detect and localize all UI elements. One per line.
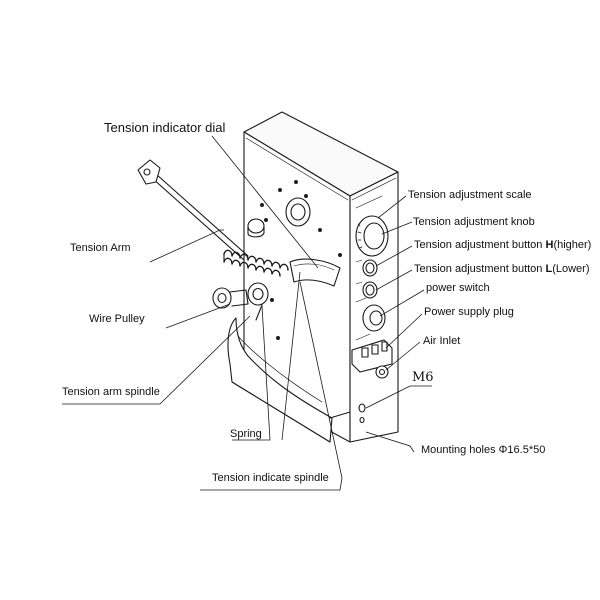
button-l-suffix: (Lower) — [552, 263, 590, 275]
dial-hub — [285, 197, 311, 227]
power-supply-plug — [351, 339, 393, 373]
l-button — [362, 281, 378, 299]
tension-arm-spindle — [247, 282, 269, 321]
indicator-plate — [289, 258, 341, 287]
wire-pulley — [212, 287, 249, 309]
tension-arm — [137, 159, 249, 261]
label-spring: Spring — [230, 428, 262, 440]
button-h-suffix: (higher) — [553, 239, 592, 251]
button-h-key: H — [545, 239, 554, 251]
label-wire-pulley: Wire Pulley — [89, 313, 145, 325]
label-tension-button-l: Tension adjustment button L(Lower) — [414, 263, 590, 276]
power-switch-knob — [362, 304, 386, 332]
leader-lines — [62, 135, 432, 491]
h-button — [362, 259, 378, 277]
label-power-switch: power switch — [426, 282, 490, 294]
label-tension-arm: Tension Arm — [70, 242, 131, 254]
label-tension-indicate-spindle: Tension indicate spindle — [212, 472, 329, 484]
air-inlet — [375, 365, 389, 379]
label-tension-adjustment-scale: Tension adjustment scale — [408, 189, 532, 201]
label-m6: M6 — [412, 370, 434, 385]
scale-dial — [355, 215, 389, 257]
label-tension-adjustment-knob: Tension adjustment knob — [413, 216, 535, 228]
button-h-prefix: Tension adjustment button — [414, 239, 546, 251]
button-l-prefix: Tension adjustment button — [414, 263, 546, 275]
m6-hole — [358, 403, 366, 424]
label-power-supply-plug: Power supply plug — [424, 306, 514, 318]
label-tension-indicator-dial: Tension indicator dial — [104, 120, 226, 135]
label-air-inlet: Air Inlet — [423, 335, 461, 347]
left-knob — [247, 218, 265, 238]
label-mounting-holes: Mounting holes Φ16.5*50 — [421, 444, 546, 456]
label-tension-button-h: Tension adjustment button H(higher) — [414, 239, 591, 252]
button-l-key: L — [545, 263, 553, 275]
label-tension-arm-spindle: Tension arm spindle — [62, 386, 160, 398]
spring-coil — [223, 249, 289, 277]
